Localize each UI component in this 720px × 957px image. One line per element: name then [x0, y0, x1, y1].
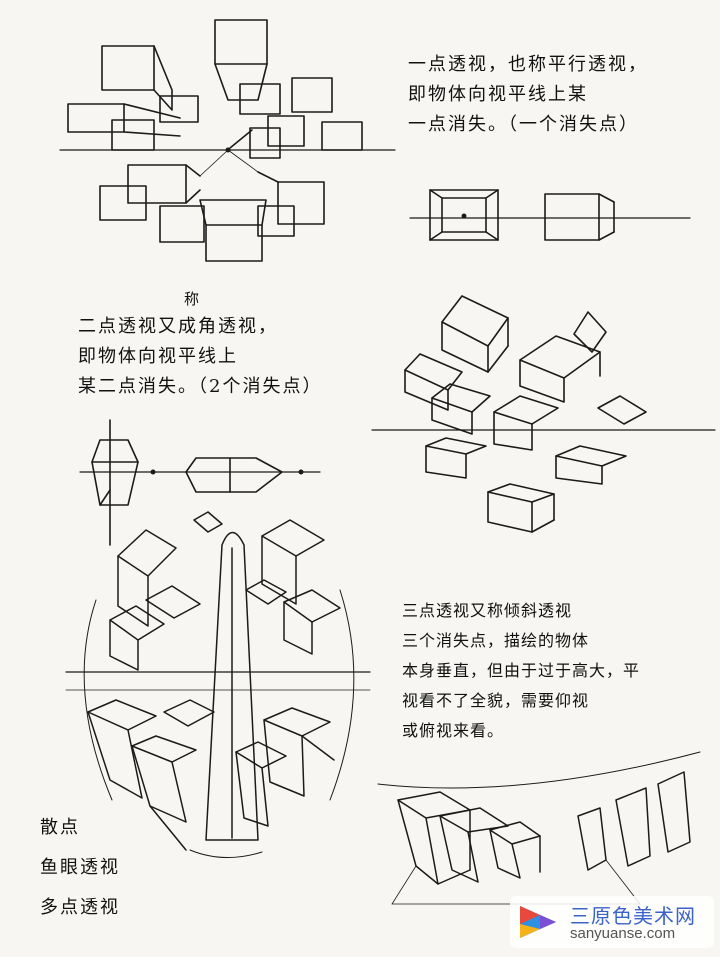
one-point-note: 一点透视，也称平行透视， 即物体向视平线上某 一点消失。（一个消失点） [408, 50, 648, 140]
scatter-line-1: 散点 [40, 817, 80, 838]
one-point-cluster-sketch [59, 19, 396, 262]
three-point-line-4: 视看不了全貌，需要仰视 [402, 691, 590, 710]
two-point-line-1: 二点透视又成角透视， [78, 316, 278, 337]
watermark: 三原色美术网 sanyuanse.com [510, 896, 714, 948]
scatter-line-2: 鱼眼透视 [40, 857, 120, 878]
fisheye-sketch [65, 511, 371, 859]
scatter-line-3: 多点透视 [40, 897, 120, 918]
two-point-line-2: 即物体向视平线上 [78, 346, 238, 367]
scatter-note: 散点 鱼眼透视 多点透视 [40, 808, 120, 928]
watermark-name: 三原色美术网 [570, 906, 696, 928]
one-point-example-sketch [409, 189, 691, 241]
two-point-line-3: 某二点消失。（2个消失点） [78, 376, 323, 397]
one-point-line-3: 一点消失。（一个消失点） [408, 114, 639, 135]
two-point-example-sketch [79, 419, 321, 546]
triangle-logo-icon [520, 906, 556, 938]
two-point-cluster-sketch [371, 295, 716, 533]
one-point-line-2: 即物体向视平线上某 [408, 84, 588, 105]
watermark-url: sanyuanse.com [570, 925, 676, 942]
one-point-line-1: 一点透视，也称平行透视， [408, 54, 648, 75]
two-point-insert-mark: 称 [184, 290, 202, 308]
two-point-note: 二点透视又成角透视， 即物体向视平线上 某二点消失。（2个消失点） [78, 312, 322, 402]
three-point-note: 三点透视又称倾斜透视 三个消失点，描绘的物体 本身垂直，但由于过于高大，平 视看… [402, 596, 640, 746]
three-point-line-2: 三个消失点，描绘的物体 [402, 631, 590, 650]
three-point-line-5: 或俯视来看。 [402, 721, 505, 740]
three-point-line-1: 三点透视又称倾斜透视 [402, 601, 573, 620]
three-point-sketch [377, 751, 701, 905]
three-point-line-3: 本身垂直，但由于过于高大，平 [402, 661, 641, 680]
